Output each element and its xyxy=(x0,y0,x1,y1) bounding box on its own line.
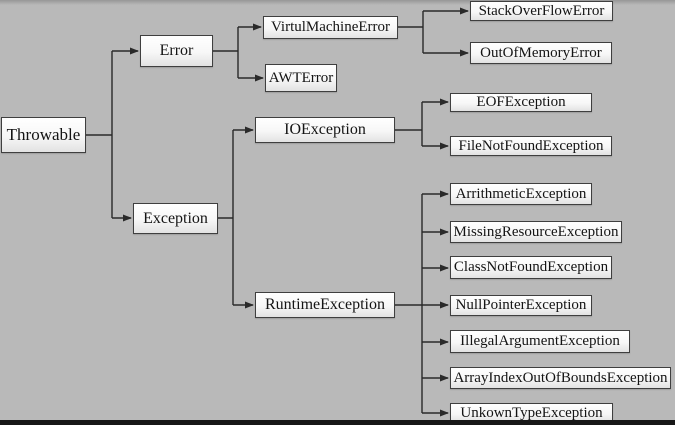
node-unkown-type-exception: UnkownTypeException xyxy=(450,403,613,423)
node-exception: Exception xyxy=(133,203,218,234)
node-runtime-exception: RuntimeException xyxy=(255,292,395,318)
node-missing-resource-exception: MissingResourceException xyxy=(450,221,622,243)
node-null-pointer-exception: NullPointerException xyxy=(450,295,592,316)
node-array-index-out-of-bounds-exception: ArrayIndexOutOfBoundsException xyxy=(450,367,671,389)
node-arrithmetic-exception: ArrithmeticException xyxy=(450,183,592,205)
node-virtul-machine-error: VirtulMachineError xyxy=(263,16,398,39)
node-io-exception: IOException xyxy=(255,117,395,143)
node-error: Error xyxy=(140,35,213,67)
node-throwable: Throwable xyxy=(1,117,86,153)
bottom-edge-bar xyxy=(0,420,675,425)
node-file-not-found-exception: FileNotFoundException xyxy=(450,136,612,156)
node-illegal-argument-exception: IllegalArgumentException xyxy=(450,330,630,353)
node-awt-error: AWTError xyxy=(265,64,337,92)
node-class-not-found-exception: ClassNotFoundException xyxy=(450,256,612,279)
node-eof-exception: EOFException xyxy=(450,93,592,112)
node-stack-over-flow-error: StackOverFlowError xyxy=(470,1,613,21)
node-out-of-memory-error: OutOfMemoryError xyxy=(470,42,612,64)
